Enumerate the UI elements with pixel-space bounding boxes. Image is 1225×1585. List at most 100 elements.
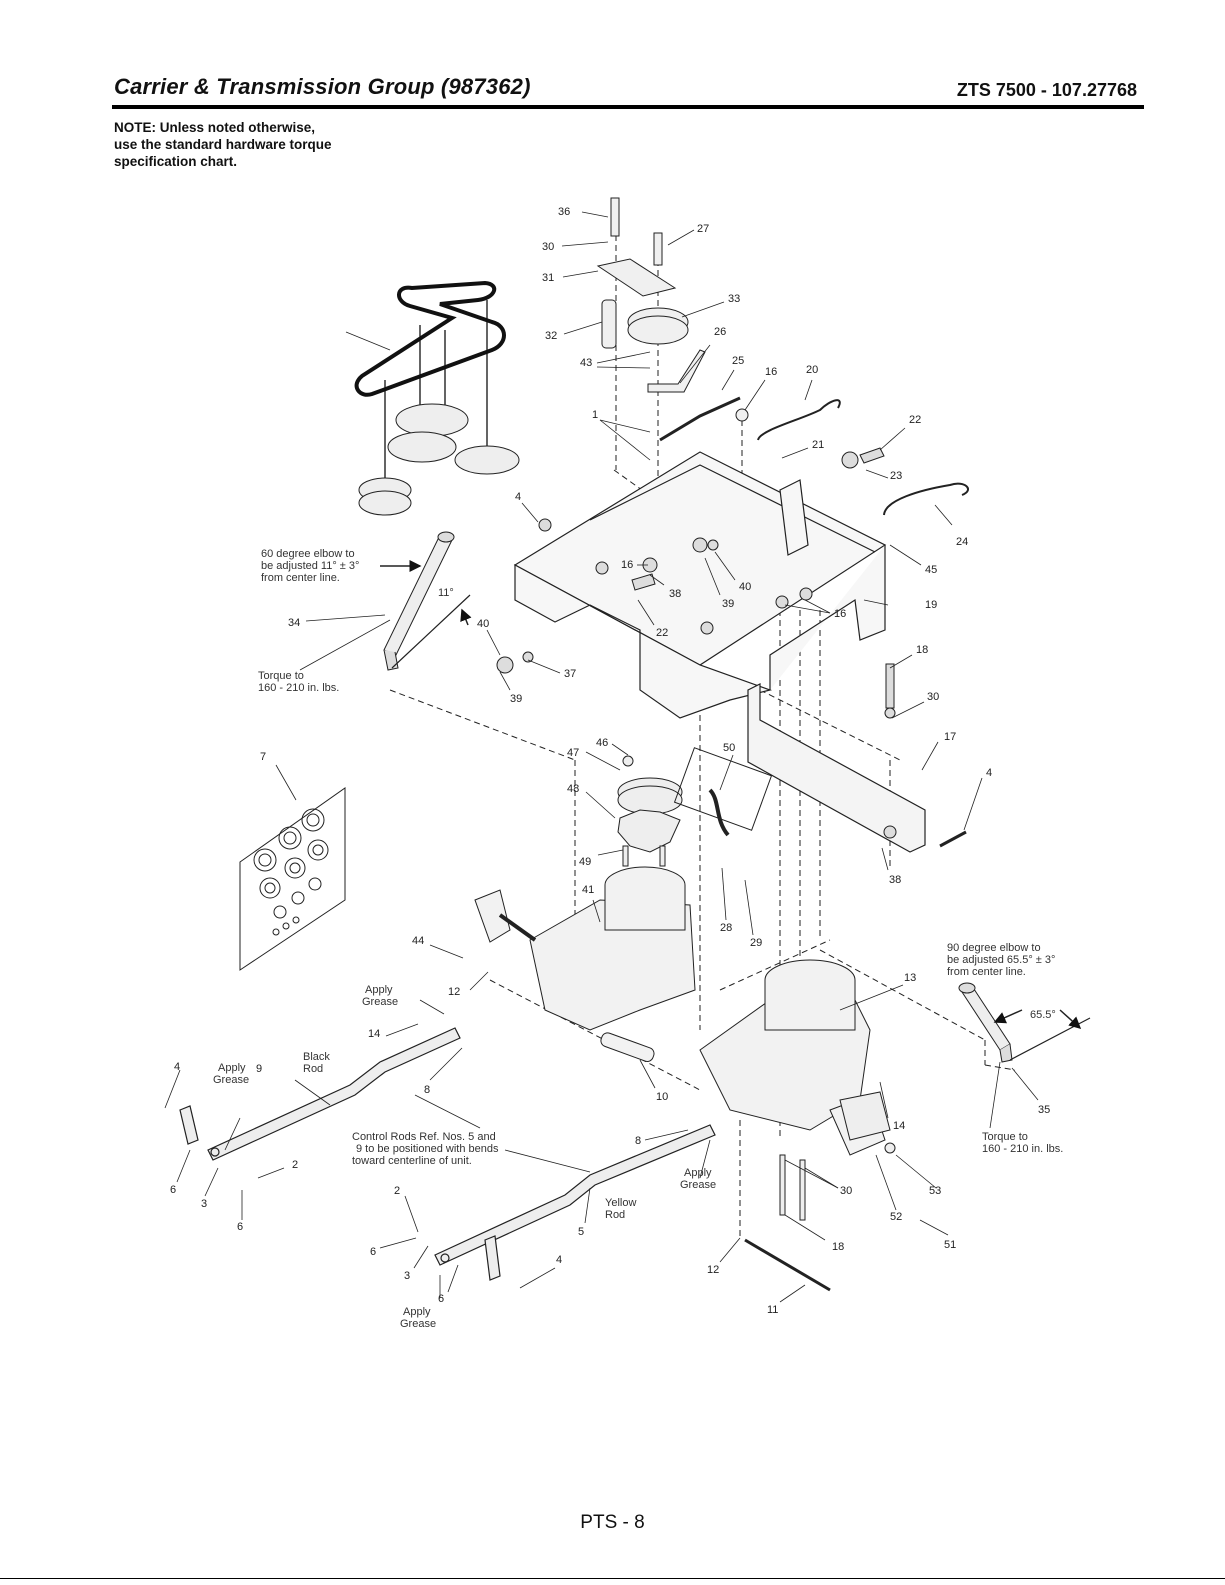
drive-belt xyxy=(354,280,506,397)
angle-65-label: 65.5° xyxy=(1030,1009,1056,1021)
apply-grease-label: Apply xyxy=(365,984,393,996)
callout: 39 xyxy=(510,693,522,705)
torque-note: NOTE: Unless noted otherwise, use the st… xyxy=(114,119,414,170)
leader-lines xyxy=(164,211,1039,1303)
callout: 34 xyxy=(288,617,300,629)
torque-left-note: Torque to xyxy=(258,670,304,682)
apply-grease-label: Apply xyxy=(218,1062,246,1074)
callout: 40 xyxy=(477,618,489,630)
callout: 51 xyxy=(944,1239,956,1251)
note-line: use the standard hardware torque xyxy=(114,137,332,152)
apply-grease-label: Apply xyxy=(684,1167,712,1179)
callout: 11 xyxy=(767,1304,778,1316)
callout: 30 xyxy=(927,691,939,703)
callout: 44 xyxy=(412,935,424,947)
callout: 36 xyxy=(558,206,570,218)
callout: 10 xyxy=(656,1091,668,1103)
torque-right-note: 160 - 210 in. lbs. xyxy=(982,1143,1063,1155)
control-handle-34 xyxy=(380,531,472,671)
page-number: PTS - 8 xyxy=(580,1512,645,1533)
axle-hub xyxy=(779,1091,896,1221)
control-handle-35 xyxy=(958,982,1091,1063)
elbow60-note: be adjusted 11° ± 3° xyxy=(261,560,359,572)
callout: 8 xyxy=(424,1084,430,1096)
callout: 43 xyxy=(580,357,592,369)
angle-11-label: 11° xyxy=(438,587,454,599)
callout: 17 xyxy=(944,731,956,743)
part-callouts: 36 27 30 31 33 32 26 43 25 16 20 1 22 21… xyxy=(170,206,1050,1316)
assembly-lines xyxy=(389,205,1016,1240)
callout: 6 xyxy=(438,1293,444,1305)
callout: 32 xyxy=(545,330,557,342)
callout: 49 xyxy=(579,856,591,868)
callout: 3 xyxy=(404,1270,410,1282)
elbow90-note: 90 degree elbow to xyxy=(947,942,1041,954)
hardware xyxy=(496,447,967,848)
callout: 30 xyxy=(542,241,554,253)
callout: 24 xyxy=(956,536,968,548)
callout: 23 xyxy=(890,470,902,482)
callout: 48 xyxy=(567,783,579,795)
callout: 4 xyxy=(556,1254,562,1266)
footer-rule xyxy=(0,1578,1225,1579)
elbow90-note: from center line. xyxy=(947,966,1026,978)
callout: 37 xyxy=(564,668,576,680)
callout: 39 xyxy=(722,598,734,610)
callout: 6 xyxy=(170,1184,176,1196)
callout: 35 xyxy=(1038,1104,1050,1116)
elbow60-note: 60 degree elbow to xyxy=(261,548,355,560)
transmission-pulleys xyxy=(358,403,520,516)
callout: 25 xyxy=(732,355,744,367)
callout: 16 xyxy=(765,366,777,378)
callout: 2 xyxy=(292,1159,298,1171)
callout: 8 xyxy=(635,1135,641,1147)
callout: 53 xyxy=(929,1185,941,1197)
callout: 16 xyxy=(834,608,846,620)
callout: 50 xyxy=(723,742,735,754)
annotations: 60 degree elbow to be adjusted 11° ± 3° … xyxy=(213,548,1063,1330)
mounting-plate-17 xyxy=(747,683,926,853)
callout: 6 xyxy=(370,1246,376,1258)
callout: 14 xyxy=(893,1120,905,1132)
callout: 45 xyxy=(925,564,937,576)
apply-grease-label: Apply xyxy=(403,1306,431,1318)
model-number: ZTS 7500 - 107.27768 xyxy=(956,80,1137,100)
control-rods-note: Control Rods Ref. Nos. 5 and xyxy=(352,1131,496,1143)
left-transmission xyxy=(474,866,696,1031)
seal-kit-7 xyxy=(239,787,346,971)
torque-left-note: 160 - 210 in. lbs. xyxy=(258,682,339,694)
black-rod-label: Rod xyxy=(303,1063,323,1075)
callout: 20 xyxy=(806,364,818,376)
callout: 12 xyxy=(707,1264,719,1276)
control-arm-20 xyxy=(757,399,841,441)
callout: 4 xyxy=(515,491,521,503)
callout: 1 xyxy=(592,409,598,421)
callout: 14 xyxy=(368,1028,380,1040)
callout: 5 xyxy=(578,1226,584,1238)
page-title: Carrier & Transmission Group (987362) xyxy=(114,74,531,99)
callout: 28 xyxy=(720,922,732,934)
callout: 4 xyxy=(986,767,992,779)
callout: 22 xyxy=(656,627,668,639)
callout: 9 xyxy=(256,1063,262,1075)
carrier-frame xyxy=(513,451,887,719)
callout: 38 xyxy=(889,874,901,886)
control-rods-note: 9 to be positioned with bends xyxy=(356,1143,499,1155)
yellow-rod-label: Rod xyxy=(605,1209,625,1221)
note-line: NOTE: Unless noted otherwise, xyxy=(114,120,316,135)
apply-grease-label: Grease xyxy=(362,996,398,1008)
apply-grease-label: Grease xyxy=(680,1179,716,1191)
callout: 31 xyxy=(542,272,554,284)
control-arm-24 xyxy=(883,482,969,516)
callout: 33 xyxy=(728,293,740,305)
callout: 22 xyxy=(909,414,921,426)
callout: 16 xyxy=(621,559,633,571)
bolt-11 xyxy=(744,1238,831,1292)
callout: 18 xyxy=(916,644,928,656)
callout: 46 xyxy=(596,737,608,749)
apply-grease-label: Grease xyxy=(400,1318,436,1330)
callout: 27 xyxy=(697,223,709,235)
callout: 40 xyxy=(739,581,751,593)
note-line: specification chart. xyxy=(114,154,238,169)
